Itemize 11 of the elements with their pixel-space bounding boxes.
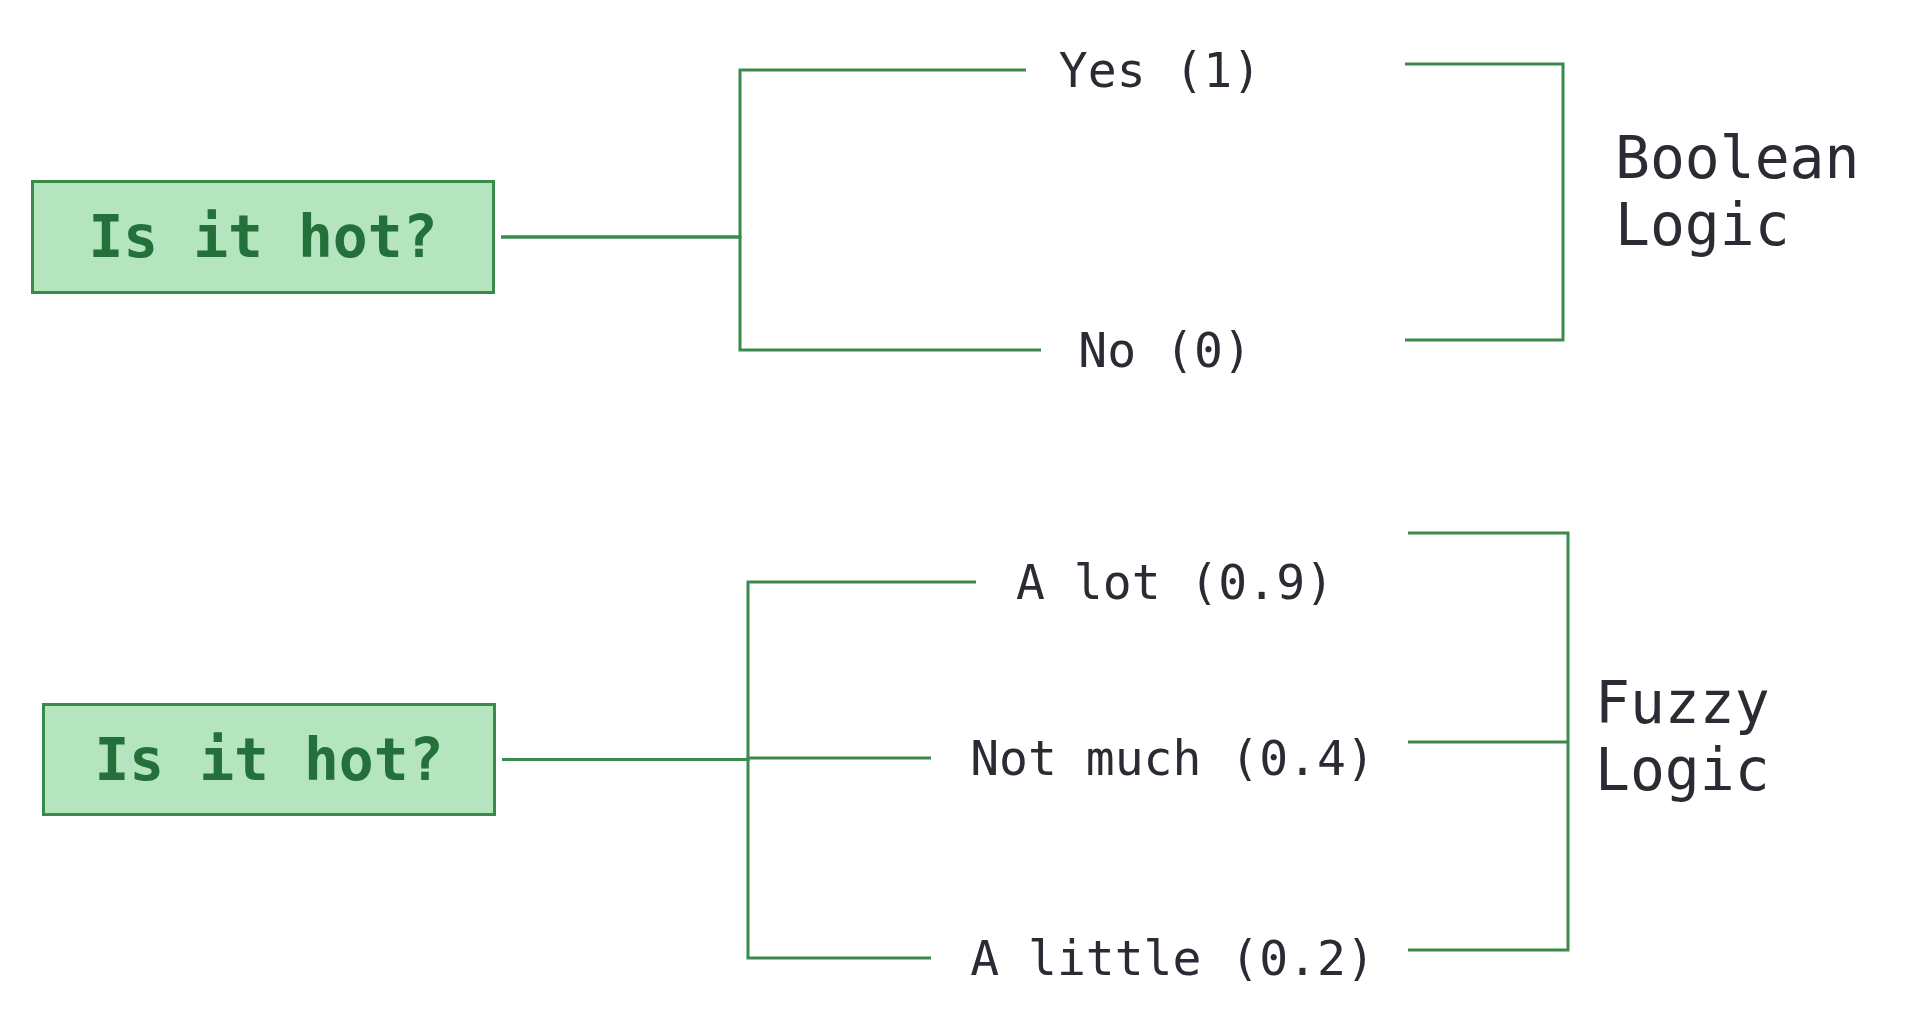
answer-text: Not much (0.4) bbox=[945, 728, 1400, 788]
connector-line bbox=[501, 235, 1041, 352]
connector-line bbox=[502, 758, 931, 960]
answer-text: A lot (0.9) bbox=[990, 552, 1360, 612]
answer-text: No (0) bbox=[1055, 320, 1275, 380]
answer-text: Yes (1) bbox=[1040, 40, 1280, 100]
group-label: Fuzzy Logic bbox=[1595, 670, 1771, 804]
question-box: Is it hot? bbox=[31, 180, 495, 294]
group-label: Boolean Logic bbox=[1615, 125, 1861, 259]
question-box: Is it hot? bbox=[42, 703, 496, 816]
answer-text: A little (0.2) bbox=[945, 928, 1400, 988]
